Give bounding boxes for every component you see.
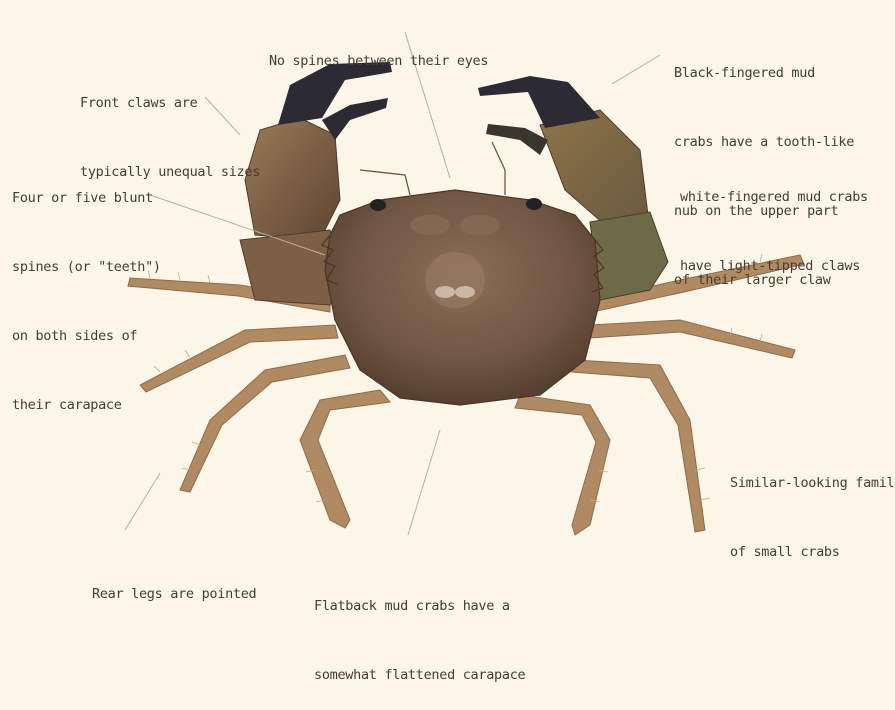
annotation-eyes-line-1: No spines between their eyes: [269, 50, 488, 73]
annotation-white-fingered-line-2: have light-tipped claws: [680, 255, 868, 278]
annotation-spines-line-3: on both sides of: [12, 325, 161, 348]
left-leg-4: [300, 390, 390, 528]
leader-flatback: [408, 430, 440, 535]
annotation-rear-legs: Rear legs are pointed: [92, 537, 256, 629]
annotation-white-fingered-line-1: white-fingered mud crabs: [680, 186, 868, 209]
right-eye: [526, 198, 542, 210]
leader-black-fingered: [612, 55, 660, 84]
annotation-spines-line-1: Four or five blunt: [12, 187, 161, 210]
annotation-black-fingered-line-1: Black-fingered mud: [674, 62, 854, 85]
left-eye: [370, 199, 386, 211]
annotation-spines: Four or five blunt spines (or "teeth") o…: [12, 141, 161, 440]
annotation-eyes: No spines between their eyes: [269, 4, 488, 96]
annotation-family-line-2: of small crabs: [730, 541, 895, 564]
crab-antennae: [360, 142, 505, 195]
annotation-front-claws-line-1: Front claws are: [80, 92, 260, 115]
annotation-white-fingered: white-fingered mud crabs have light-tipp…: [680, 140, 868, 301]
right-leg-2: [590, 320, 795, 358]
annotation-family: Similar-looking family of small crabs: [730, 426, 895, 587]
annotation-spines-line-2: spines (or "teeth"): [12, 256, 161, 279]
leader-rear-legs: [125, 473, 160, 530]
annotation-spines-line-4: their carapace: [12, 394, 161, 417]
crab-carapace: [322, 190, 604, 405]
annotation-rear-legs-line-1: Rear legs are pointed: [92, 583, 256, 606]
right-leg-4: [515, 395, 610, 535]
annotation-flatback-line-2: somewhat flattened carapace: [314, 664, 525, 687]
left-leg-2: [140, 325, 338, 392]
annotation-flatback: Flatback mud crabs have a somewhat flatt…: [314, 549, 525, 710]
annotation-flatback-line-1: Flatback mud crabs have a: [314, 595, 525, 618]
right-claw-fingers: [478, 76, 600, 128]
annotation-family-line-1: Similar-looking family: [730, 472, 895, 495]
